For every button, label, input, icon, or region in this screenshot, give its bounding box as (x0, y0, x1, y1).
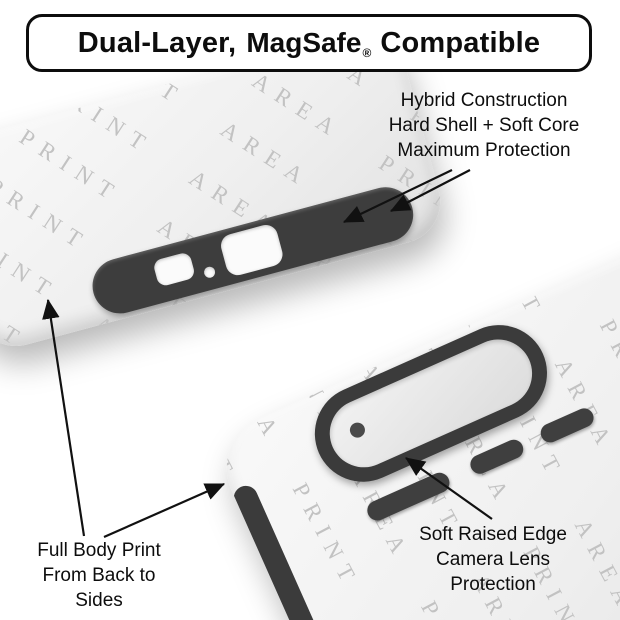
annotation-line-3: Protection (450, 574, 536, 595)
banner-text-magsafe: MagSafe (246, 27, 362, 58)
banner-text-dual-layer: Dual-Layer, (77, 26, 237, 59)
annotation-line-2: From Back to (42, 565, 156, 586)
camera-cutout-square (218, 222, 286, 278)
annotation-line-1: Hybrid Construction (400, 90, 568, 111)
annotation-line-1: Soft Raised Edge (419, 524, 567, 545)
camera-cutout-dot (202, 265, 217, 279)
annotation-line-3: Sides (75, 590, 123, 611)
annotation-line-2: Camera Lens (435, 549, 551, 570)
annotation-line-2: Hard Shell + Soft Core (388, 115, 580, 136)
banner-text-compatible: Compatible (380, 26, 541, 59)
annotation-line-1: Full Body Print (37, 540, 161, 561)
camera-cutout-small (152, 251, 196, 288)
annotation-full-body-print: Full Body Print From Back to Sides (8, 538, 190, 613)
full-body-arrow-2 (103, 482, 226, 539)
camera-lens-dot (347, 420, 368, 441)
annotation-line-3: Maximum Protection (397, 140, 571, 161)
phone-case-top: PRINT AREA PRINT AREA PRINT AREA PRINT A… (0, 23, 450, 356)
registered-trademark-symbol: ® (362, 46, 372, 60)
annotation-hybrid-construction: Hybrid Construction Hard Shell + Soft Co… (348, 88, 620, 163)
annotation-soft-raised-edge: Soft Raised Edge Camera Lens Protection (400, 522, 586, 597)
title-banner: Dual-Layer, MagSafe® Compatible (26, 14, 592, 72)
